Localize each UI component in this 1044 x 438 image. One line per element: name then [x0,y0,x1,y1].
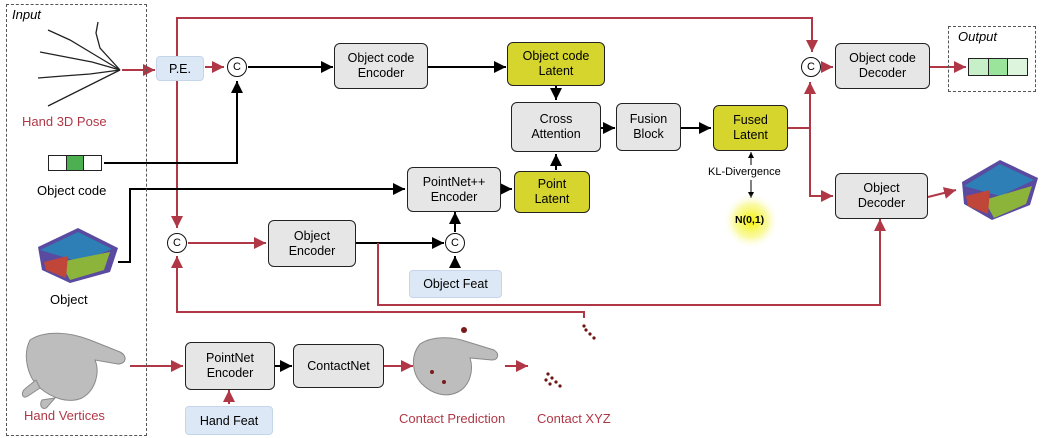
arrow-fused-to-decoder [788,82,816,129]
arrow-objencoder-to-objdecoder [377,219,886,306]
concat-lower: C [167,233,187,253]
object-code-vector [48,155,102,171]
arrow-fused-to-objdecoder [809,128,833,202]
contact-xyz-dots [544,324,596,388]
pointnetpp-encoder: PointNet++Encoder [407,167,501,212]
hand-feat: Hand Feat [185,406,273,435]
hand-pose-label: Hand 3D Pose [22,114,107,129]
object-pointcloud-output [962,160,1038,220]
contactnet: ContactNet [293,344,384,388]
object-feat: Object Feat [409,270,502,298]
object-pointcloud-input [38,228,118,283]
pe-block: P.E. [156,56,204,81]
input-frame [6,4,147,436]
object-code-label: Object code [37,183,107,198]
arrow-objdecoder-to-cloud [927,187,957,199]
contact-xyz-label: Contact XYZ [537,411,611,426]
arrow-contact-loop [171,256,585,318]
kl-divergence-label: KL-Divergence [708,166,781,178]
input-label: Input [12,7,41,22]
arrow-objcode-to-concat [104,81,243,164]
arrow-object-to-pointnetpp [118,183,405,263]
normal-dist-glow [723,193,779,249]
concat-right: C [801,57,821,77]
output-frame [948,26,1036,92]
hand-mesh-input [21,332,126,409]
output-code-vector [968,58,1028,76]
output-label: Output [958,29,998,44]
arrow-pose-top [176,17,818,58]
concat-top: C [227,57,247,77]
normal-dist-label: N(0,1) [735,214,765,226]
object-label: Object [50,292,88,307]
contact-prediction-label: Contact Prediction [399,411,506,426]
concat-objfeat: C [445,233,465,253]
hand-pose-skeleton [37,21,121,107]
hand-vertices-label: Hand Vertices [24,408,105,423]
hand-mesh-contact [413,327,499,396]
